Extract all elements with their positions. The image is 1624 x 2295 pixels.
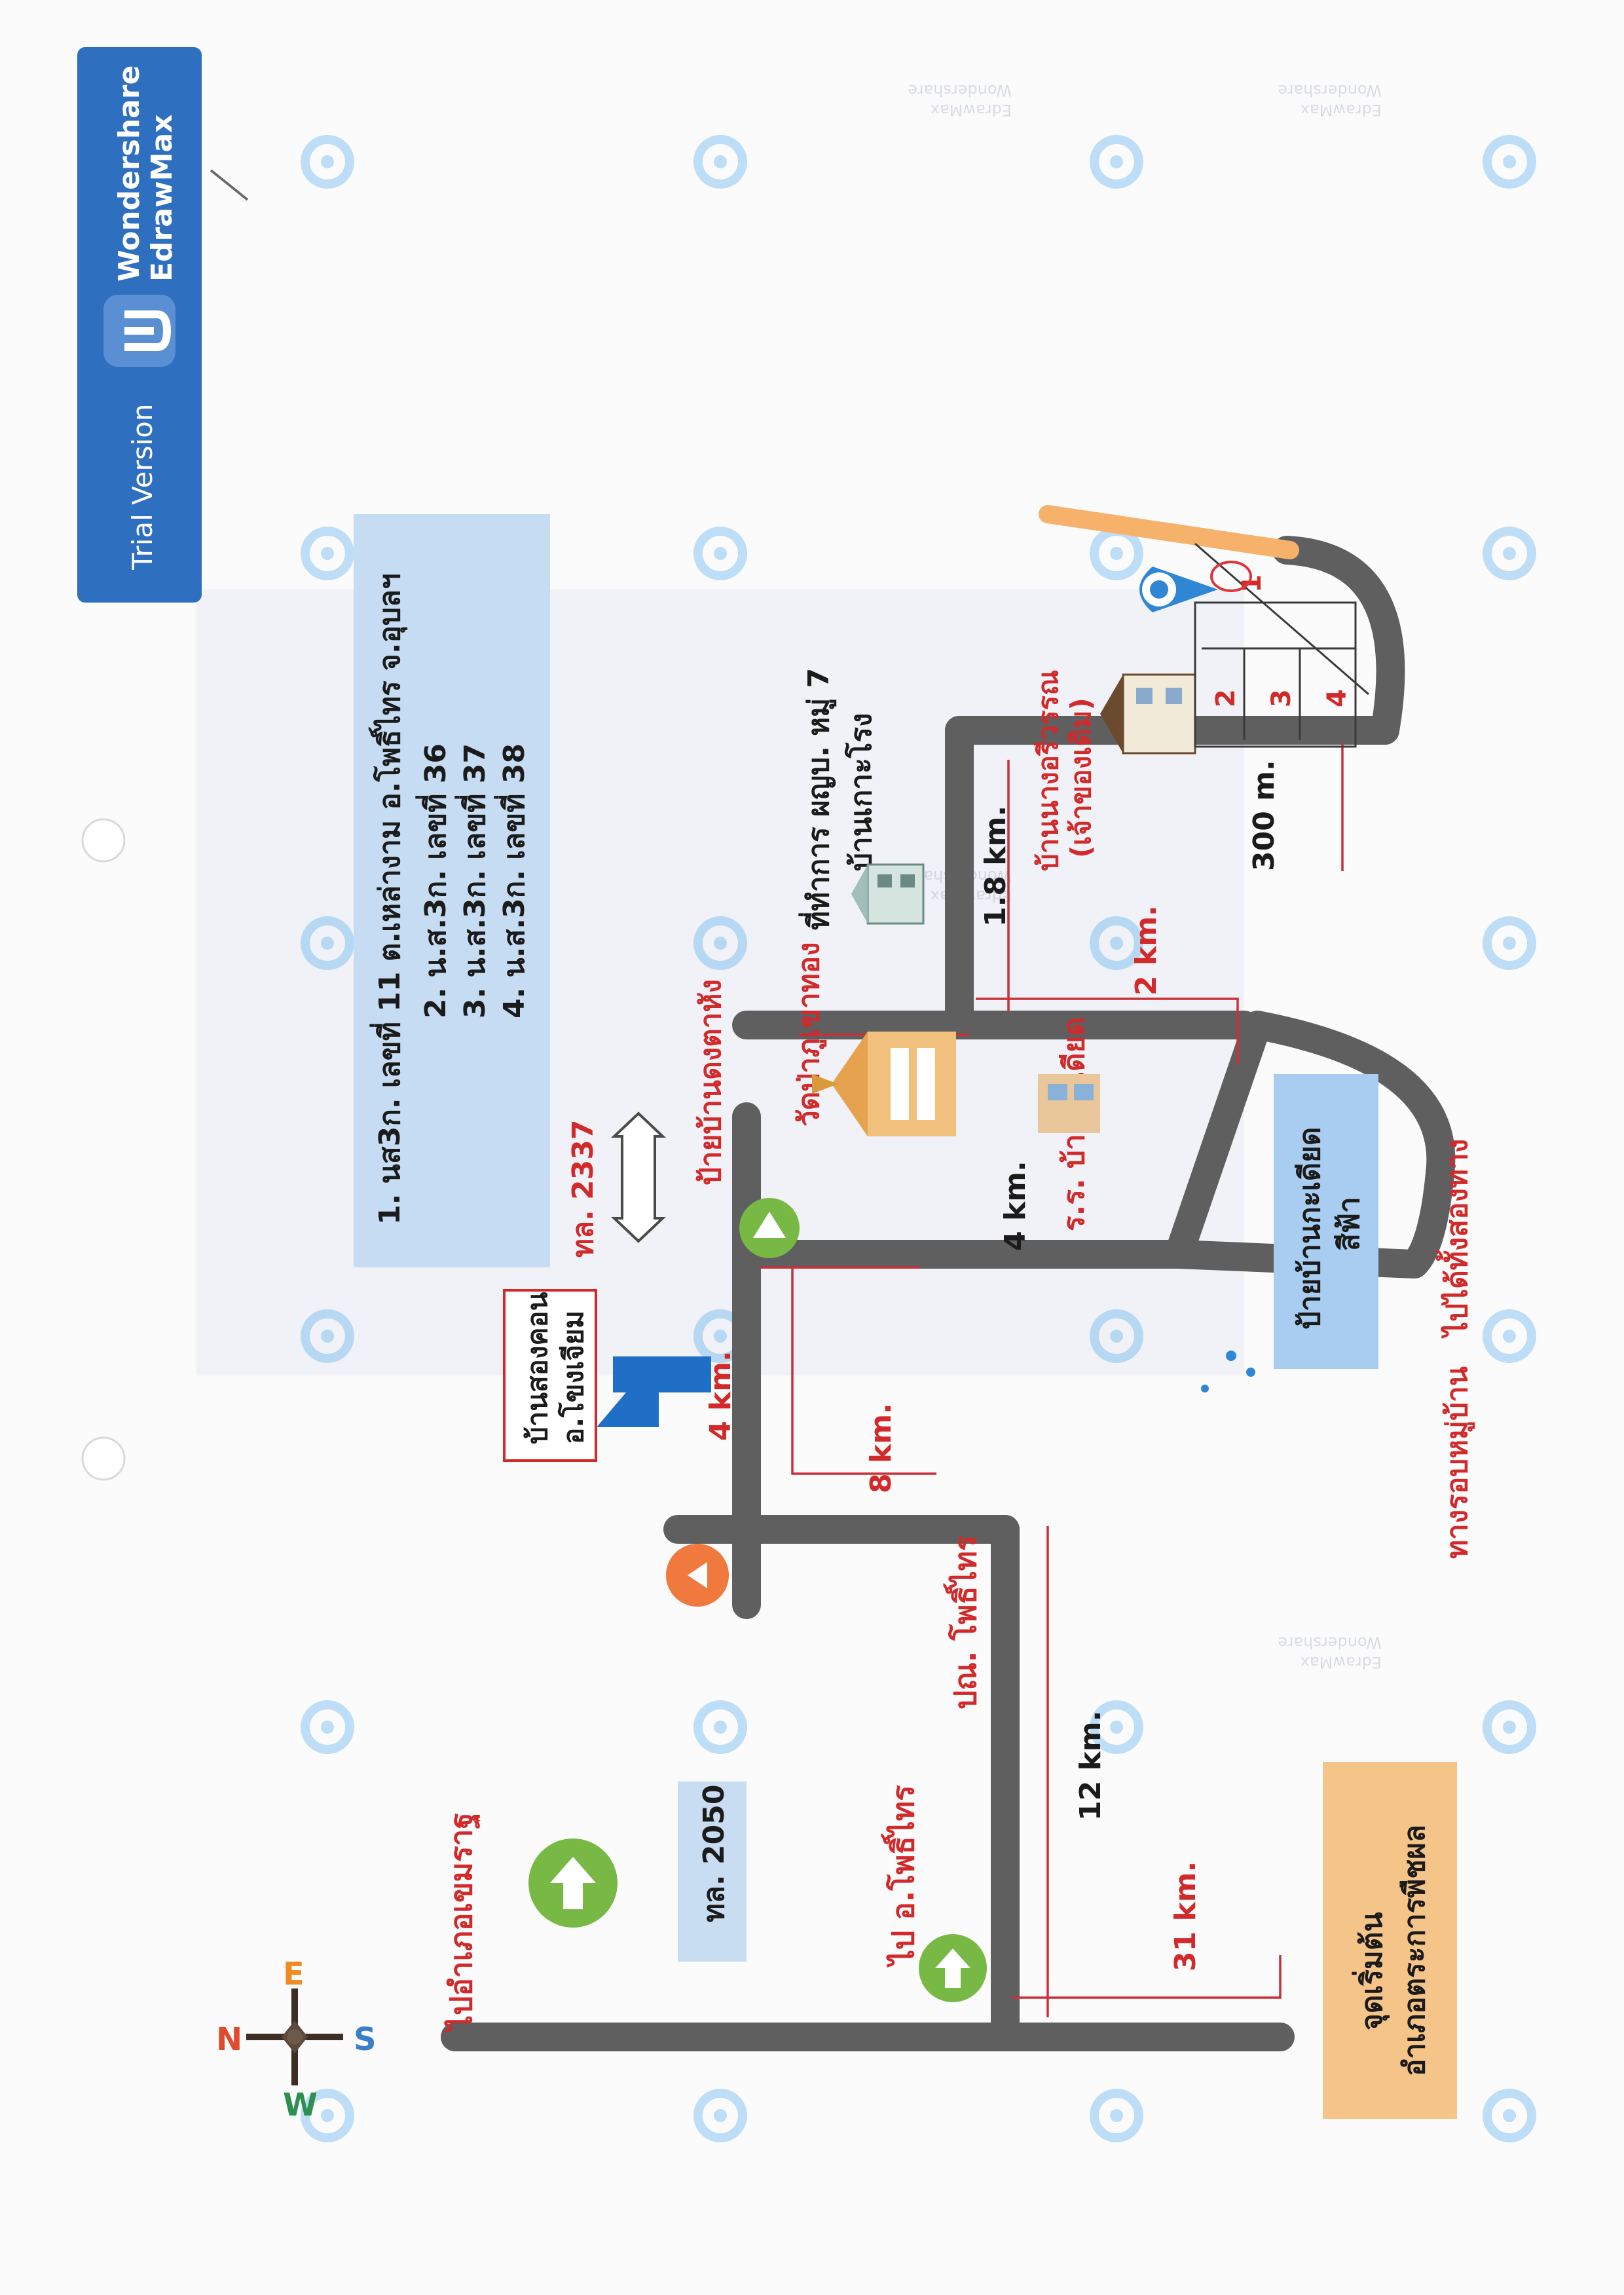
distance-4km-b: 4 km. (999, 1161, 1032, 1251)
label-post-office: ปณ. โพธิ์ไทร (943, 1535, 983, 1709)
label-bypass-1: ทางรอบหมู่บ้าน (1441, 1366, 1475, 1559)
distance-8km: 8 km. (864, 1403, 898, 1493)
ban-song-khon-line-1: บ้านสองคอน (521, 1292, 553, 1444)
binder-hole-top (81, 818, 126, 863)
distance-markers (760, 743, 1344, 2017)
two-way-arrow-icon (610, 1111, 667, 1243)
binder-hole-bottom (81, 1436, 126, 1481)
compass-north: N (216, 2021, 242, 2058)
parcel-1-highlight (1210, 561, 1252, 592)
distance-31km: 31 km. (1169, 1861, 1202, 1971)
label-office-2: บ้านเกาะโรง (843, 713, 878, 871)
distance-12km: 12 km. (1074, 1711, 1107, 1821)
legend-line-4: 4. น.ส.3ก. เลขที่ 38 (494, 743, 531, 1018)
watermark-grid: Wondershare EdrawMax Wondershare EdrawMa… (301, 81, 1536, 2142)
label-office-1: ที่ทำการ ผญบ. หมู่ 7 (798, 668, 836, 930)
north-arrow-icon (528, 1838, 618, 1928)
label-wat-pa: วัดป่าภูเขาทอง (792, 942, 826, 1127)
sign-kadiat-line-1: ป้ายบ้านกะเดียด (1293, 1127, 1327, 1330)
loop-road-end (1272, 536, 1405, 745)
pen-mark (210, 169, 249, 201)
school-icon (1038, 1074, 1100, 1133)
label-to-pho-sai: ไป อ.โพธิ์ไทร (881, 1785, 921, 1968)
distance-1-8km: 1.8 km. (979, 806, 1012, 927)
loop-road-kadiat (1164, 1011, 1456, 1278)
compass-south: S (354, 2021, 377, 2058)
road-network (441, 505, 1456, 2051)
start-point-line-2: อำเภอตระการพืชผล (1398, 1825, 1431, 2076)
hwy-2050-label: ทล. 2050 (697, 1785, 731, 1922)
label-sign-dong-ta-hang: ป้ายบ้านดงตาหัง (694, 979, 728, 1185)
watermark-text: EdrawMax (931, 101, 1012, 119)
ban-song-khon-box (503, 1289, 597, 1462)
distance-2km: 2 km. (1130, 905, 1163, 996)
watermark-text: Wondershare (1278, 81, 1382, 100)
parcel-3: 3 (1266, 689, 1297, 707)
north-arrow-icon (919, 1934, 987, 2002)
house-icon (1100, 673, 1196, 755)
start-point-box (1323, 1762, 1457, 2119)
office-building-icon (851, 863, 925, 925)
compass-east: E (283, 1956, 304, 1992)
distance-300m: 300 m. (1247, 760, 1281, 871)
temple-icon (812, 1032, 956, 1136)
land-parcels: 1 2 3 4 (1194, 542, 1369, 748)
compass-west: W (283, 2087, 318, 2123)
label-bypass-2: ไปได้ทั้งสองทาง (1435, 1139, 1474, 1339)
legend-line-1: 1. นส3ก. เลขที่ 11 ต.เหล่างาม อ.โพธิ์ไทร… (368, 573, 408, 1225)
parcel-4: 4 (1322, 689, 1352, 707)
start-point-line-1: จุดเริ่มต้น (1352, 1912, 1390, 2030)
legend-line-3: 3. น.ส.3ก. เลขที่ 37 (454, 743, 492, 1018)
watermark-text: Wondershare (1278, 1633, 1382, 1652)
distance-4km-a: 4 km. (704, 1351, 737, 1441)
sign-kadiat-box (1274, 1074, 1378, 1369)
watermark-text: EdrawMax (1301, 1653, 1382, 1671)
location-pin-icon (1139, 567, 1218, 612)
trial-banner: Trial Version Wondershare EdrawMax (77, 47, 202, 603)
ban-song-khon-line-2: อ.โขงเจียม (557, 1311, 589, 1444)
watermark-text: Wondershare (908, 81, 1012, 100)
compass-rose-icon: N E S W (216, 1956, 377, 2123)
trial-text: Trial Version (126, 403, 158, 570)
green-location-marker-icon (739, 1198, 800, 1258)
label-house-owner-1: บ้านนางอรีวรรณ (1032, 670, 1064, 871)
parcel-road-orange (1039, 505, 1299, 559)
label-to-khemarat: ไปอำเภอเขมราฐ (443, 1812, 481, 2034)
hwy-2337-label: ทล. 2337 (566, 1120, 600, 1258)
hwy-2050-box (678, 1782, 747, 1962)
direction-arrow-icon (597, 1356, 711, 1427)
sign-kadiat-line-2: สีฟ้า (1333, 1197, 1366, 1251)
parcel-2: 2 (1211, 689, 1241, 707)
brand-product-text: EdrawMax (145, 115, 179, 282)
parcel-frame (1194, 601, 1357, 748)
title-deed-legend: 1. นส3ก. เลขที่ 11 ต.เหล่างาม อ.โพธิ์ไทร… (354, 514, 550, 1267)
legend-line-2: 2. น.ส.3ก. เลขที่ 36 (415, 743, 452, 1018)
watermark-text: EdrawMax (1301, 101, 1382, 119)
edrawmax-logo-icon (103, 295, 175, 367)
brand-name-text: Wondershare (113, 65, 146, 282)
water-drop-icon (1201, 1351, 1255, 1392)
orange-location-marker-icon (666, 1544, 729, 1607)
label-house-owner-2: (เจ้าของเดิม) (1065, 698, 1097, 858)
